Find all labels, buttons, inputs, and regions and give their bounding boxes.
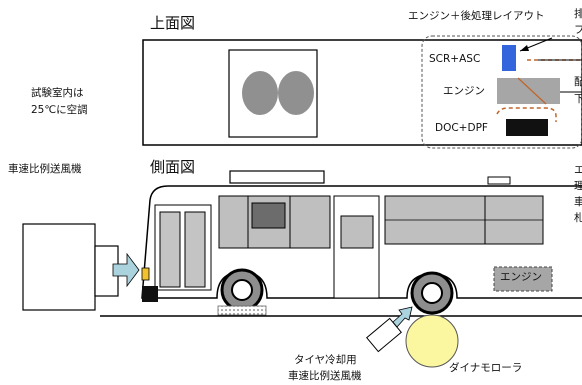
rear-wheel-hub xyxy=(421,282,443,304)
cut-text-top-2: フ xyxy=(574,24,582,36)
engine-layout-title: エンジン＋後処理レイアウト xyxy=(408,10,545,22)
fan-unit-body xyxy=(22,223,96,311)
roof-unit-right xyxy=(487,176,511,185)
top-view-wheel-left xyxy=(242,71,278,115)
cut-text-side-4: 札 xyxy=(574,212,582,224)
engine-block-top xyxy=(497,78,560,104)
front-door-glass-right xyxy=(184,211,206,288)
scr-asc-label: SCR+ASC xyxy=(429,53,481,65)
dyno-roller-label: ダイナモローラ xyxy=(449,362,523,374)
wheel-chock xyxy=(217,305,267,316)
doc-dpf-label: DOC+DPF xyxy=(435,122,488,134)
side-window-1-dark-pane xyxy=(251,202,286,229)
middle-door-window xyxy=(340,215,374,249)
top-engine-label: エンジン xyxy=(443,85,485,97)
fan-label: 車速比例送風機 xyxy=(8,163,82,175)
top-view-wheel-right xyxy=(278,71,314,115)
cut-text-top-1: 排 xyxy=(574,8,582,20)
roof-unit-left xyxy=(229,170,325,184)
front-bumper-light xyxy=(141,267,150,281)
room-note-line1: 試験室内は xyxy=(31,87,84,99)
cut-text-side-1: エ xyxy=(574,164,582,176)
dynamo-roller xyxy=(405,314,459,368)
side-engine-label: エンジン xyxy=(500,271,542,283)
exhaust-pipe-lower xyxy=(496,107,557,122)
pointer-to-scr-head xyxy=(520,45,529,51)
front-wheel-hub xyxy=(231,279,253,301)
front-door-glass-left xyxy=(159,211,181,288)
cut-text-top-4: 下 xyxy=(574,93,582,105)
doc-dpf-block xyxy=(506,119,548,136)
room-note-line2: 25℃に空調 xyxy=(31,104,88,116)
side-view-title: 側面図 xyxy=(150,158,196,176)
tire-fan-airflow-arrow xyxy=(392,306,413,328)
cut-text-top-3: 配 xyxy=(574,76,582,88)
top-view-title: 上面図 xyxy=(150,14,196,32)
engine-cross-line xyxy=(517,77,547,105)
tire-fan-label-line1: タイヤ冷却用 xyxy=(294,354,357,366)
cut-text-side-2: 理 xyxy=(574,180,582,192)
engine-layout-dashed-box xyxy=(421,35,582,149)
front-bumper xyxy=(142,286,158,302)
cut-text-side-3: 車 xyxy=(574,196,582,208)
scr-asc-block xyxy=(502,45,516,71)
fan-airflow-arrow xyxy=(112,252,140,288)
tire-fan-label-line2: 車速比例送風機 xyxy=(288,370,362,382)
side-engine-block xyxy=(493,266,553,292)
